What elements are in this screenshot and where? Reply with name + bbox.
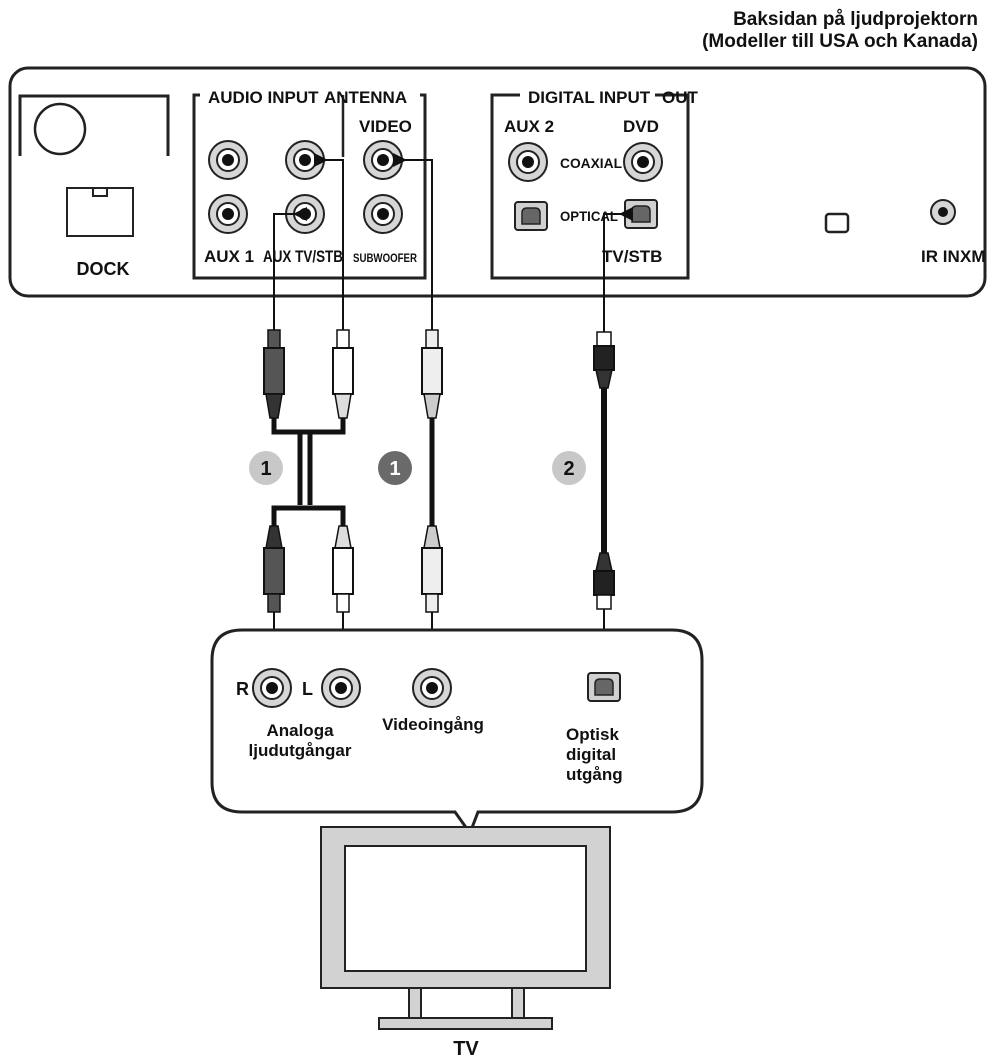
dock-area	[18, 94, 170, 237]
dvd-label: DVD	[623, 117, 659, 136]
video-in-label: Videoingång	[382, 715, 484, 734]
digital-input-bracket	[490, 93, 690, 280]
optical-port-left-icon	[514, 201, 548, 231]
optical-label-line3: utgång	[566, 765, 623, 784]
video-jack-icon	[363, 140, 403, 180]
aux2-coaxial-jack-icon	[508, 142, 548, 182]
dvd-coaxial-jack-icon	[623, 142, 663, 182]
analog-label-line1: Analoga	[266, 721, 334, 740]
cable-badge-1-video: 1	[378, 451, 412, 485]
optical-tvstb-port-icon	[624, 199, 658, 229]
optical-label-line1: Optisk	[566, 725, 619, 744]
aux2-label: AUX 2	[504, 117, 554, 136]
subwoofer-label: SUBWOOFER	[353, 251, 417, 265]
analog-label-line2: ljudutgångar	[249, 741, 352, 760]
optical-label-line2: digital	[566, 745, 616, 764]
optical-label: OPTICAL	[560, 208, 618, 224]
aux1-label: AUX 1	[204, 247, 254, 266]
out-label: OUT	[662, 88, 699, 107]
xm-label: XM	[960, 247, 986, 266]
cable-badge-1-analog: 1	[249, 451, 283, 485]
back-panel	[8, 66, 987, 298]
badge-circle	[552, 451, 586, 485]
aux1-bottom-jack-icon	[208, 194, 248, 234]
tv-icon	[320, 826, 611, 1030]
tv-video-jack-icon	[412, 668, 452, 708]
optical-cable	[593, 207, 633, 667]
l-label: L	[302, 679, 313, 699]
cable-badge-2-optical: 2	[552, 451, 586, 485]
tv-optical-port-icon	[587, 672, 621, 702]
title-line1: Baksidan på ljudprojektorn	[733, 9, 978, 30]
coaxial-label: COAXIAL	[560, 155, 622, 171]
badge-number: 2	[563, 458, 574, 480]
badge-number: 1	[260, 458, 271, 480]
subwoofer-jack-icon	[363, 194, 403, 234]
digital-input-label: DIGITAL INPUT	[528, 88, 651, 107]
aux-stb-label: AUX TV/STB	[263, 247, 343, 266]
antenna-label: ANTENNA	[324, 88, 407, 107]
r-label: R	[236, 679, 249, 699]
aux1-top-jack-icon	[208, 140, 248, 180]
audio-input-label: AUDIO INPUT	[208, 88, 319, 107]
audio-input-bracket	[192, 93, 427, 280]
aux-stb-top-jack-icon	[285, 140, 325, 180]
tv-r-audio-jack-icon	[252, 668, 292, 708]
video-label: VIDEO	[359, 117, 412, 136]
usb-port-icon	[824, 212, 850, 234]
tv-l-audio-jack-icon	[321, 668, 361, 708]
ir-in-label: IR IN	[921, 247, 960, 266]
dock-label: DOCK	[77, 259, 130, 279]
power-socket-icon	[33, 102, 87, 156]
badge-number: 1	[389, 458, 400, 480]
badge-circle	[249, 451, 283, 485]
video-cable	[393, 153, 443, 667]
tvstb-label: TV/STB	[602, 247, 662, 266]
title-line2: (Modeller till USA och Kanada)	[702, 31, 978, 52]
tv-label: TV	[453, 1038, 479, 1060]
badge-circle	[378, 451, 412, 485]
